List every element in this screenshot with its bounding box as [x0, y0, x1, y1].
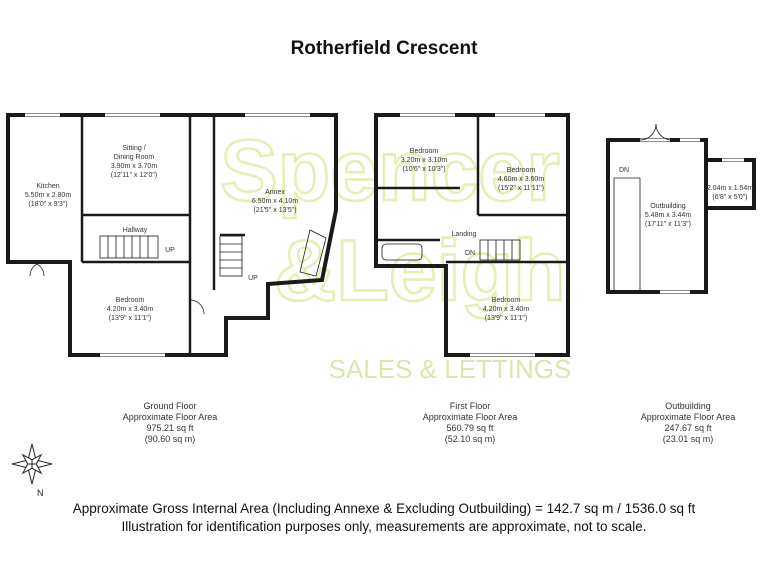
ground-outer-wall [6, 113, 338, 357]
ground-up-marker-1: UP [165, 247, 175, 254]
outbuilding-sqm: (23.01 sq m) [662, 434, 714, 444]
first-outer-wall [374, 113, 570, 357]
outbuilding-plan [606, 123, 756, 294]
room-bedroom-imperial: (13'9" x 11'1") [109, 315, 152, 322]
compass-north-label: N [37, 488, 44, 498]
room-sitting-imperial: (12'11" x 12'0") [111, 172, 157, 179]
watermark-tagline: SALES & LETTINGS [329, 354, 572, 384]
first-floor-summary: First Floor Approximate Floor Area 560.7… [400, 401, 540, 445]
room-outbuilding-size: 5.48m x 3.44m [645, 212, 691, 219]
room-bedroom1-name: Bedroom [410, 148, 439, 155]
room-bedroom3-imperial: (13'9" x 11'1") [485, 315, 528, 322]
room-bedroom3-name: Bedroom [492, 297, 521, 304]
room-annex-imperial: (21'5" x 13'5") [253, 207, 296, 214]
room-store-imperial: (6'8" x 5'0") [712, 194, 747, 201]
watermark-brand-line1: Spencer [220, 123, 559, 219]
ground-floor-plan [6, 113, 338, 357]
ground-floor-summary: Ground Floor Approximate Floor Area 975.… [100, 401, 240, 445]
outbuilding-summary: Outbuilding Approximate Floor Area 247.6… [618, 401, 758, 445]
compass-icon: N [11, 443, 53, 498]
room-bedroom-size: 4.20m x 3.40m [107, 306, 153, 313]
ground-floor-area-label: Approximate Floor Area [122, 412, 218, 422]
room-sitting-name2: Dining Room [114, 154, 155, 161]
ground-floor-name: Ground Floor [143, 401, 197, 411]
outbuilding-name: Outbuilding [665, 401, 711, 411]
room-kitchen-size: 5.50m x 2.80m [25, 192, 71, 199]
room-kitchen-imperial: (18'0" x 9'3") [28, 201, 67, 208]
watermark: Spencer &Leigh SALES & LETTINGS [219, 122, 572, 384]
room-outbuilding-imperial: (17'11" x 11'3") [645, 221, 691, 228]
first-floor-plan [374, 113, 570, 357]
page-title: Rotherfield Crescent [290, 38, 478, 59]
first-room-labels: Bedroom 3.20m x 3.10m (10'6" x 10'3") Be… [401, 148, 544, 322]
room-hallway-name: Hallway [123, 227, 148, 234]
room-annex-name: Annex [265, 189, 285, 196]
room-landing-name: Landing [452, 231, 477, 238]
room-bedroom2-imperial: (15'2" x 11'11") [498, 185, 544, 192]
room-kitchen-name: Kitchen [36, 183, 59, 190]
ground-floor-sqft: 975.21 sq ft [146, 423, 194, 433]
first-floor-sqm: (52.10 sq m) [444, 434, 496, 444]
disclaimer-note: Illustration for identification purposes… [121, 519, 647, 534]
room-bedroom2-name: Bedroom [507, 167, 536, 174]
first-floor-sqft: 560.79 sq ft [446, 423, 494, 433]
outbuilding-area-label: Approximate Floor Area [640, 412, 736, 422]
ground-room-labels: Kitchen 5.50m x 2.80m (18'0" x 9'3") Sit… [25, 145, 298, 322]
room-annex-size: 6.50m x 4.10m [252, 198, 298, 205]
room-bedroom-name: Bedroom [116, 297, 145, 304]
ground-floor-sqm: (90.60 sq m) [144, 434, 196, 444]
outbuilding-sqft: 247.67 sq ft [664, 423, 712, 433]
ground-up-marker-2: UP [248, 275, 258, 282]
first-floor-name: First Floor [449, 401, 491, 411]
room-bedroom1-size: 3.20m x 3.10m [401, 157, 447, 164]
room-sitting-name1: Sitting / [122, 145, 145, 152]
room-bedroom1-imperial: (10'6" x 10'3") [402, 166, 445, 173]
first-floor-area-label: Approximate Floor Area [422, 412, 518, 422]
outbuilding-room-labels: Outbuilding 5.48m x 3.44m (17'11" x 11'3… [619, 167, 753, 228]
outbuilding-dn-marker: DN [619, 167, 629, 174]
gross-area-note: Approximate Gross Internal Area (Includi… [72, 501, 696, 516]
room-bedroom3-size: 4.20m x 3.40m [483, 306, 529, 313]
room-store-size: 2.04m x 1.54m [707, 185, 753, 192]
watermark-brand-line2: &Leigh [274, 223, 565, 319]
room-sitting-size: 3.90m x 3.70m [111, 163, 157, 170]
first-dn-marker: DN [465, 250, 475, 257]
room-outbuilding-name: Outbuilding [650, 203, 686, 210]
room-bedroom2-size: 4.60m x 3.60m [498, 176, 544, 183]
